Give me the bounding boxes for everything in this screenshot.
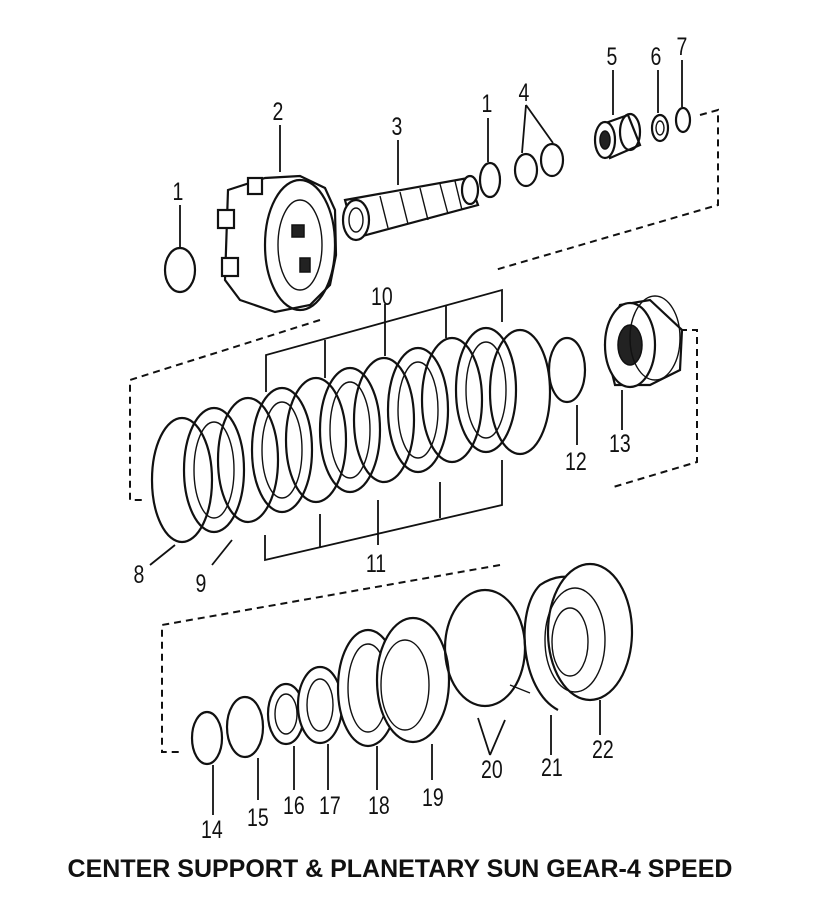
callout-15: 15: [247, 804, 269, 832]
leader-8: [149, 544, 176, 566]
part-19-planetary-carrier: [375, 616, 451, 744]
part-17-roller-bearing: [296, 665, 344, 745]
leader-20: [477, 717, 506, 756]
part-22-ring-gear: [544, 562, 634, 702]
callout-16: 16: [283, 792, 305, 820]
callout-10: 10: [371, 283, 393, 311]
callout-9: 9: [196, 570, 207, 598]
callout-6: 6: [651, 43, 662, 71]
group-bracket-middle-right: [609, 329, 698, 489]
part-12-ring: [547, 336, 587, 404]
part-4-seal-rings: [513, 142, 565, 188]
callout-1: 1: [482, 90, 493, 118]
callout-5: 5: [607, 43, 618, 71]
callout-11: 11: [366, 550, 386, 578]
part-2-center-support: [216, 174, 338, 314]
callout-8: 8: [134, 561, 145, 589]
callout-3: 3: [392, 113, 403, 141]
leader-4: [521, 104, 554, 154]
callout-13: 13: [609, 430, 631, 458]
leader-9: [211, 539, 233, 566]
part-6-washer: [650, 113, 670, 143]
group-bracket-bottom: [161, 564, 501, 753]
part-7-snap-ring: [674, 106, 692, 134]
callout-21: 21: [541, 754, 563, 782]
part-1-snap-ring: [163, 246, 197, 294]
callout-7: 7: [677, 33, 688, 61]
part-1-snap-ring-2: [478, 161, 502, 199]
part-20-thrust-washers: [443, 588, 531, 708]
clutch-plate-stack: [150, 326, 552, 544]
callout-4: 4: [519, 79, 530, 107]
leader-10: [265, 288, 503, 392]
callout-19: 19: [422, 784, 444, 812]
callout-20: 20: [481, 756, 503, 784]
callout-1: 1: [173, 178, 184, 206]
callout-14: 14: [201, 816, 223, 844]
part-14-snap-ring: [190, 710, 224, 766]
callout-22: 22: [592, 736, 614, 764]
part-13-drum: [603, 295, 684, 389]
callout-17: 17: [319, 792, 341, 820]
callout-18: 18: [368, 792, 390, 820]
part-3-sun-gear-shaft: [341, 174, 480, 242]
part-5-bearing: [593, 112, 642, 160]
leader-11: [264, 460, 503, 562]
group-bracket-middle: [129, 319, 321, 501]
part-15-ring: [225, 695, 265, 759]
callout-12: 12: [565, 448, 587, 476]
group-bracket-top: [494, 108, 719, 271]
callout-2: 2: [273, 98, 284, 126]
diagram-caption: CENTER SUPPORT & PLANETARY SUN GEAR-4 SP…: [67, 855, 733, 883]
